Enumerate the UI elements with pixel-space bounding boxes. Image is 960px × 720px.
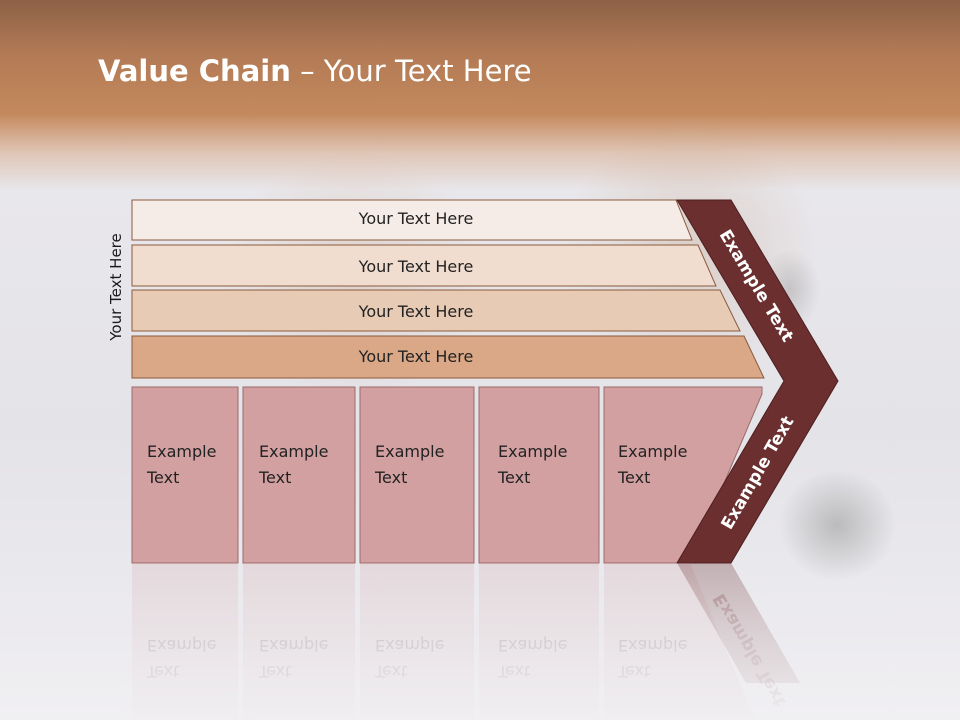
bar-3-label: Your Text Here: [358, 302, 474, 321]
box-3-line1: Example: [375, 442, 445, 461]
box-2-line1: Example: [259, 442, 329, 461]
box-3-shape: [359, 386, 475, 564]
reflection-fade: [0, 563, 960, 720]
bar-2-label: Your Text Here: [358, 257, 474, 276]
box-2-shape: [242, 386, 356, 564]
box-1-line2: Text: [147, 468, 180, 487]
bar-4-shape: [131, 335, 765, 379]
box-4-shape: [478, 386, 600, 564]
box-5-shape: [603, 386, 763, 564]
slide-title: Value Chain – Your Text Here: [98, 54, 532, 88]
box-2-line2: Text: [259, 468, 292, 487]
box-5-line1: Example: [618, 442, 688, 461]
bar-1-shape: [131, 199, 693, 241]
bar-4-label: Your Text Here: [358, 347, 474, 366]
title-bold: Value Chain: [98, 54, 291, 88]
bar-2-shape: [131, 244, 717, 287]
box-3-line2: Text: [375, 468, 408, 487]
box-4-line2: Text: [498, 468, 531, 487]
title-rest: – Your Text Here: [290, 54, 532, 88]
bar-1-label: Your Text Here: [358, 209, 474, 228]
background-shoe-shape: [780, 470, 895, 580]
box-5-line2: Text: [618, 468, 651, 487]
header-band: [0, 0, 960, 190]
box-1-line1: Example: [147, 442, 217, 461]
box-4-line1: Example: [498, 442, 568, 461]
bar-3-shape: [131, 289, 741, 332]
